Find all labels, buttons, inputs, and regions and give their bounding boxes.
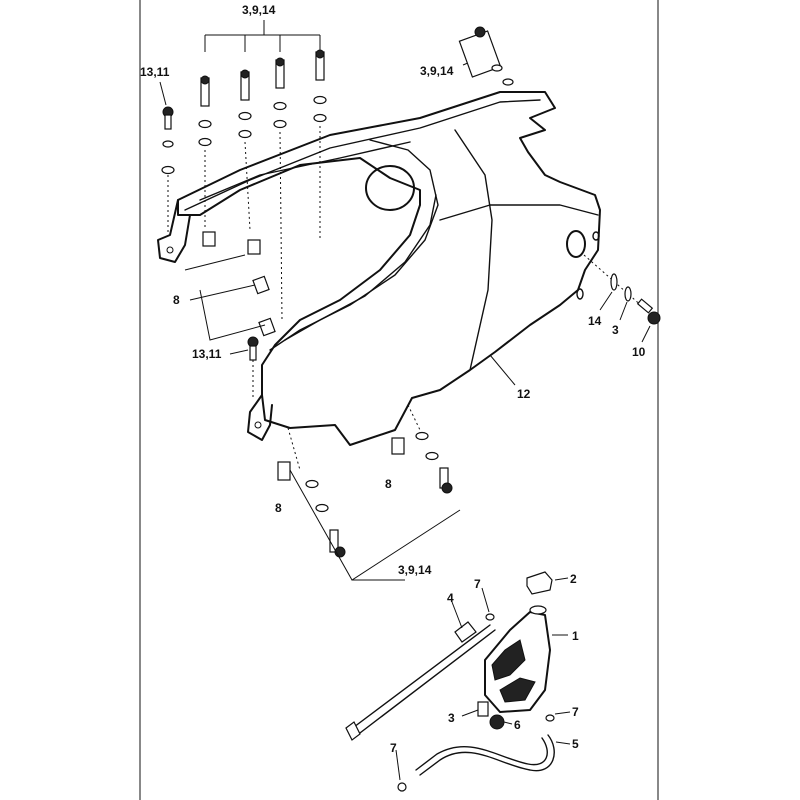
washer bbox=[502, 78, 514, 86]
washer bbox=[491, 64, 503, 72]
body-cover-side-panel bbox=[439, 204, 599, 221]
side-hole-small-1 bbox=[592, 231, 600, 241]
frame-border bbox=[139, 0, 659, 800]
short-hose bbox=[419, 734, 555, 776]
label-2: 2 bbox=[570, 572, 577, 586]
washer bbox=[315, 503, 329, 513]
reservoir-cap bbox=[526, 571, 553, 595]
label-13-11-top: 13,11 bbox=[140, 65, 170, 79]
washer bbox=[624, 286, 632, 302]
label-4: 4 bbox=[447, 591, 454, 605]
label-7-top: 7 bbox=[474, 577, 481, 591]
screw-box bbox=[458, 30, 502, 78]
left-mount-bracket-top bbox=[157, 199, 191, 263]
body-cover-rim bbox=[184, 99, 541, 211]
hose-clip bbox=[545, 714, 555, 722]
clip-nut bbox=[391, 437, 405, 455]
body-cover-round-opening bbox=[365, 165, 415, 211]
hose-sleeve bbox=[454, 621, 477, 643]
label-12: 12 bbox=[517, 387, 531, 401]
washer bbox=[313, 113, 327, 123]
hose-clip bbox=[397, 782, 407, 792]
clip-nut bbox=[247, 239, 261, 255]
bolt-head bbox=[647, 311, 661, 325]
grommet bbox=[489, 714, 505, 730]
screw bbox=[240, 69, 250, 101]
body-cover-side-crease bbox=[454, 129, 493, 371]
label-7-right: 7 bbox=[572, 705, 579, 719]
label-top-group: 3,9,14 bbox=[242, 3, 276, 17]
label-5: 5 bbox=[572, 737, 579, 751]
label-7-bottom: 7 bbox=[390, 741, 397, 755]
label-13-11-bottom: 13,11 bbox=[192, 347, 222, 361]
body-cover-outline bbox=[177, 91, 601, 446]
long-hose bbox=[349, 624, 496, 737]
label-top-right-group: 3,9,14 bbox=[420, 64, 454, 78]
washer bbox=[313, 95, 327, 105]
label-10: 10 bbox=[632, 345, 646, 359]
left-mount-hole-bottom bbox=[254, 421, 262, 429]
label-8-bottom-right: 8 bbox=[385, 477, 392, 491]
hose-clip bbox=[485, 613, 495, 621]
top-screw-group: 3,9,14 bbox=[198, 3, 327, 321]
left-bolt-bottom: 13,11 bbox=[192, 336, 259, 400]
bottom-screw-group: 8 8 3,9,14 bbox=[275, 404, 461, 581]
label-bottom-group: 3,9,14 bbox=[398, 563, 432, 577]
label-6: 6 bbox=[514, 718, 521, 732]
body-cover-assembly bbox=[157, 91, 601, 446]
clip-nut bbox=[202, 231, 216, 247]
washer bbox=[273, 119, 287, 129]
reservoir-assembly: 2 1 4 7 3 6 7 5 7 bbox=[345, 571, 579, 792]
washer bbox=[198, 119, 212, 129]
cover-label-12: 12 bbox=[489, 354, 531, 401]
screw bbox=[315, 49, 325, 81]
body-cover-rim-2 bbox=[199, 141, 411, 201]
left-bolt-top: 13,11 bbox=[140, 65, 175, 232]
reservoir-tank-shading bbox=[499, 677, 536, 703]
label-3-right: 3 bbox=[612, 323, 619, 337]
label-1: 1 bbox=[572, 629, 579, 643]
screw bbox=[275, 57, 285, 89]
side-hole-small-2 bbox=[576, 288, 584, 300]
screw bbox=[329, 529, 346, 558]
hose-end bbox=[345, 721, 361, 741]
clip-nut bbox=[277, 461, 291, 481]
bolt-shank bbox=[249, 345, 257, 361]
bolt-shank bbox=[164, 114, 172, 130]
clamp bbox=[477, 701, 489, 717]
bolt-shank bbox=[636, 298, 654, 314]
clip-nut bbox=[252, 275, 270, 295]
label-14: 14 bbox=[588, 314, 602, 328]
reservoir-tank-shading bbox=[491, 639, 526, 681]
washer bbox=[610, 273, 618, 291]
top-right-screw-group: 3,9,14 bbox=[420, 26, 514, 86]
reservoir-tank bbox=[484, 611, 551, 713]
right-fastener-group: 14 3 10 bbox=[583, 254, 661, 359]
washer bbox=[415, 431, 429, 441]
side-hole-large bbox=[566, 230, 586, 258]
left-mount-bracket-bottom bbox=[247, 394, 273, 441]
washer bbox=[161, 165, 175, 175]
screw bbox=[439, 467, 453, 494]
screw-head bbox=[474, 26, 486, 38]
left-mount-hole-top bbox=[166, 246, 174, 254]
clip-nut bbox=[258, 317, 276, 337]
washer bbox=[305, 479, 319, 489]
reservoir-neck bbox=[529, 605, 547, 615]
washer bbox=[162, 140, 174, 148]
washer bbox=[198, 137, 212, 147]
washer bbox=[425, 451, 439, 461]
screw bbox=[200, 75, 210, 107]
washer bbox=[238, 129, 252, 139]
label-8-bottom-left: 8 bbox=[275, 501, 282, 515]
left-clip-group: 8 bbox=[173, 231, 276, 341]
washer bbox=[238, 111, 252, 121]
body-cover-inner-edge-2 bbox=[284, 194, 437, 341]
label-3-clamp: 3 bbox=[448, 711, 455, 725]
washer bbox=[273, 101, 287, 111]
label-8-left: 8 bbox=[173, 293, 180, 307]
body-cover-inner-edge bbox=[269, 139, 439, 351]
